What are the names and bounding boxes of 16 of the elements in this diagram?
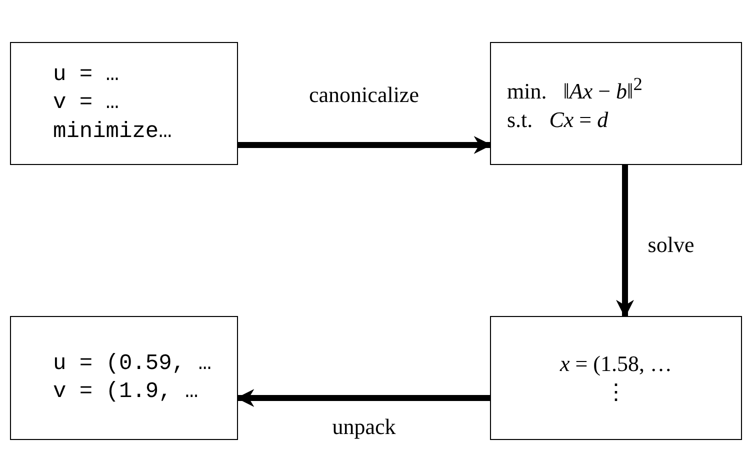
arrow (238, 136, 492, 154)
box-text: minimize… (53, 118, 172, 146)
box-text: ⋮ (605, 379, 627, 406)
process-box (10, 316, 238, 440)
box-text: u = (0.59, … (53, 350, 212, 377)
arrow (616, 165, 634, 318)
process-box (10, 42, 238, 165)
box-text: s.t. Cx = d (507, 106, 608, 134)
box-text: x = (1.58, … (560, 350, 672, 377)
box-text: v = (1.9, … (53, 379, 198, 406)
box-text: min. ‖Ax − b‖$^{2}$ (507, 74, 642, 105)
arrow (236, 389, 490, 407)
process-box (490, 316, 742, 440)
process-box (490, 42, 742, 165)
box-text: u = … (53, 62, 120, 88)
box-text: v = … (53, 90, 120, 117)
